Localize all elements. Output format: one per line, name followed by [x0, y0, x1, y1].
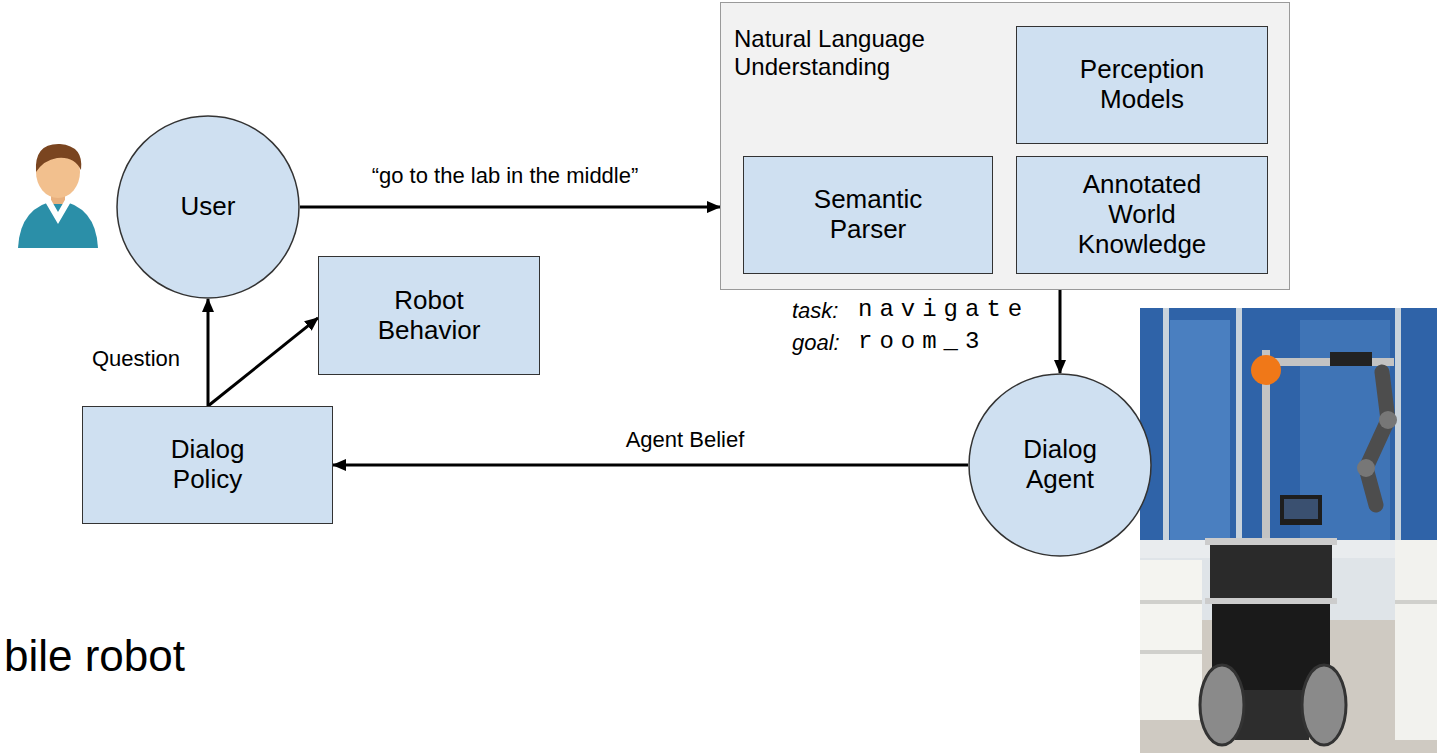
- slide-title-fragment: bile robot: [4, 630, 185, 683]
- panel-heading: Natural Language Understanding: [734, 25, 984, 80]
- robot-photo-part: [1366, 372, 1388, 505]
- robot-photo-part: [1395, 308, 1401, 558]
- field-name: task:: [792, 298, 838, 324]
- circle-shape: [117, 116, 299, 298]
- robot-photo-part: [1140, 560, 1202, 720]
- node-label: Dialog Policy: [140, 435, 275, 495]
- process-box: Robot Behavior: [318, 256, 540, 375]
- component-box: Perception Models: [1016, 26, 1268, 144]
- node-label: Semantic Parser: [801, 185, 936, 245]
- node-label: Perception Models: [1075, 55, 1210, 115]
- robot-photo-part: [1262, 358, 1394, 366]
- field-name: goal:: [792, 330, 840, 356]
- robot-photo-part: [1330, 352, 1372, 366]
- circle-shape: [969, 374, 1151, 556]
- robot-photo-part: [1140, 308, 1437, 558]
- robot-photo-part: [1357, 459, 1375, 477]
- flow-arrow: [208, 318, 318, 406]
- node-label: User: [181, 192, 236, 222]
- robot-photo-part: [1205, 598, 1337, 604]
- edge-label: Question: [92, 346, 180, 372]
- robot-photo-part: [1395, 540, 1437, 740]
- robot-photo-part: [1236, 308, 1242, 558]
- robot-photo-part: [1163, 308, 1169, 558]
- robot-photo-part: [1235, 690, 1309, 740]
- robot-photo-part: [1251, 355, 1281, 385]
- flow-arrow: [333, 464, 968, 467]
- node-label: Robot Behavior: [362, 286, 497, 346]
- robot-photo-part: [1379, 411, 1397, 429]
- component-box: Annotated World Knowledge: [1016, 156, 1268, 274]
- edge-label: “go to the lab in the middle”: [372, 163, 639, 189]
- robot-photo-part: [1280, 495, 1322, 525]
- robot-photo-part: [1170, 320, 1230, 540]
- robot-photo-part: [1140, 600, 1202, 604]
- field-value: room_3: [858, 328, 986, 357]
- robot-photo-part: [1140, 650, 1202, 654]
- node-label: Annotated World Knowledge: [1075, 170, 1210, 260]
- flow-arrow: [300, 206, 720, 209]
- actor-circle: User: [116, 115, 300, 299]
- agent-circle: Dialog Agent: [968, 373, 1152, 557]
- robot-photo-part: [1140, 308, 1437, 753]
- module-panel: Natural Language UnderstandingPerception…: [720, 2, 1290, 290]
- robot-photo-part: [1302, 665, 1346, 745]
- person-icon-part: [36, 144, 81, 172]
- person-icon-part: [44, 198, 72, 224]
- robot-photo-part: [1200, 665, 1244, 745]
- robot-photo: [1140, 308, 1437, 753]
- process-box: Dialog Policy: [82, 406, 333, 524]
- flow-arrow: [1059, 290, 1062, 373]
- field-value: navigate: [858, 296, 1029, 325]
- edge-label: Agent Belief: [626, 427, 745, 453]
- robot-photo-part: [1210, 545, 1332, 600]
- robot-photo-part: [1395, 600, 1437, 604]
- robot-photo-part: [1205, 538, 1337, 545]
- person-icon: [18, 144, 98, 248]
- robot-photo-part: [1284, 499, 1318, 519]
- node-label: Dialog Agent: [990, 435, 1130, 495]
- flow-arrow: [207, 299, 210, 406]
- component-box: Semantic Parser: [743, 156, 993, 274]
